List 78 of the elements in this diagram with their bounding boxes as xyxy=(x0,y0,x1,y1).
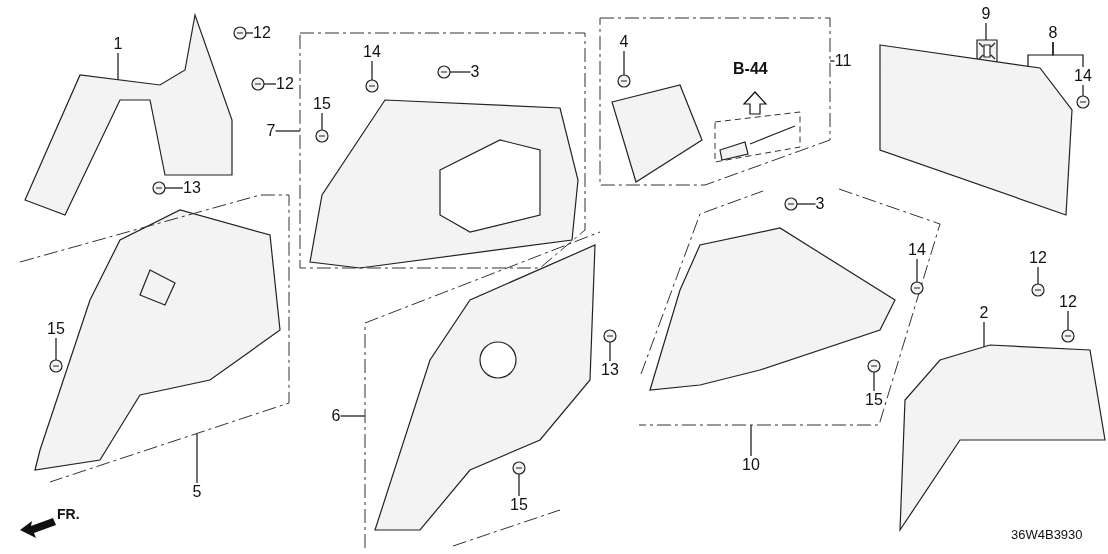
cover-drawing xyxy=(976,39,998,63)
wheelhouse-lining-drawing xyxy=(899,344,1106,531)
clip-icon xyxy=(910,281,924,295)
group-frame xyxy=(19,194,290,483)
leader-line xyxy=(829,60,836,62)
leader-line xyxy=(196,432,198,484)
leader-line xyxy=(245,32,254,34)
callout-number: 3 xyxy=(470,63,480,81)
clip-icon xyxy=(365,79,379,93)
callout-number: 14 xyxy=(1074,67,1092,85)
leader-line xyxy=(339,415,366,417)
callout-number: 12 xyxy=(1029,249,1047,267)
diagram-code: 36W4B3930 xyxy=(1011,527,1083,542)
direction-label: FR. xyxy=(57,506,80,522)
callout-number: 15 xyxy=(47,320,65,338)
clip-icon xyxy=(1061,329,1075,343)
leader-line xyxy=(1067,310,1069,331)
leader-line xyxy=(117,52,119,81)
group-frame xyxy=(638,188,941,426)
clip-icon xyxy=(512,461,526,475)
callout-number: 9 xyxy=(981,5,991,23)
side-trim-panel-drawing xyxy=(24,14,233,216)
callout-number: 11 xyxy=(834,52,852,70)
leader-line xyxy=(985,22,987,41)
leader-line xyxy=(916,258,918,283)
leader-line xyxy=(623,50,625,76)
leader-line xyxy=(371,60,373,81)
clip-icon xyxy=(603,329,617,343)
callout-number: 7 xyxy=(266,122,276,140)
callout-number: 4 xyxy=(619,33,629,51)
callout-number: 8 xyxy=(1048,24,1058,42)
callout-number: 15 xyxy=(865,391,883,409)
clip-icon xyxy=(617,74,631,88)
leader-line xyxy=(263,83,277,85)
clip-icon xyxy=(437,65,451,79)
clip-icon xyxy=(49,359,63,373)
leader-line xyxy=(274,130,301,132)
clip-icon xyxy=(1076,95,1090,109)
callout-number: 1 xyxy=(113,35,123,53)
clip-icon xyxy=(152,181,166,195)
leader-line xyxy=(750,424,752,457)
reference-label: B-44 xyxy=(733,60,768,78)
clip-icon xyxy=(867,359,881,373)
leader-line xyxy=(449,71,472,73)
callout-number: 13 xyxy=(183,179,201,197)
callout-number: 14 xyxy=(908,241,926,259)
leader-line xyxy=(321,112,323,131)
group-frame xyxy=(599,17,831,186)
leader-line xyxy=(609,341,611,362)
callout-number: 5 xyxy=(192,483,202,501)
group-frame xyxy=(364,231,601,549)
leader-line xyxy=(1037,266,1039,285)
leader-line xyxy=(873,371,875,392)
leader-line xyxy=(164,187,184,189)
leader-line xyxy=(796,203,817,205)
leader-line xyxy=(518,473,520,497)
leader-line xyxy=(983,321,985,348)
clip-icon xyxy=(315,129,329,143)
callout-number: 10 xyxy=(742,456,760,474)
rear-panel-lining-drawing xyxy=(879,44,1073,216)
clip-icon xyxy=(784,197,798,211)
callout-number: 15 xyxy=(510,496,528,514)
callout-number: 2 xyxy=(979,304,989,322)
clip-icon xyxy=(233,26,247,40)
leader-line xyxy=(1052,41,1084,68)
callout-number: 15 xyxy=(313,95,331,113)
callout-number: 13 xyxy=(601,361,619,379)
callout-number: 12 xyxy=(1059,293,1077,311)
callout-number: 3 xyxy=(815,195,825,213)
group-frame xyxy=(299,32,586,269)
callout-number: 12 xyxy=(276,75,294,93)
clip-icon xyxy=(251,77,265,91)
callout-number: 12 xyxy=(253,24,271,42)
clip-icon xyxy=(1031,283,1045,297)
leader-line xyxy=(55,337,57,361)
leader-line xyxy=(1082,84,1084,97)
callout-number: 6 xyxy=(331,407,341,425)
callout-number: 14 xyxy=(363,43,381,61)
